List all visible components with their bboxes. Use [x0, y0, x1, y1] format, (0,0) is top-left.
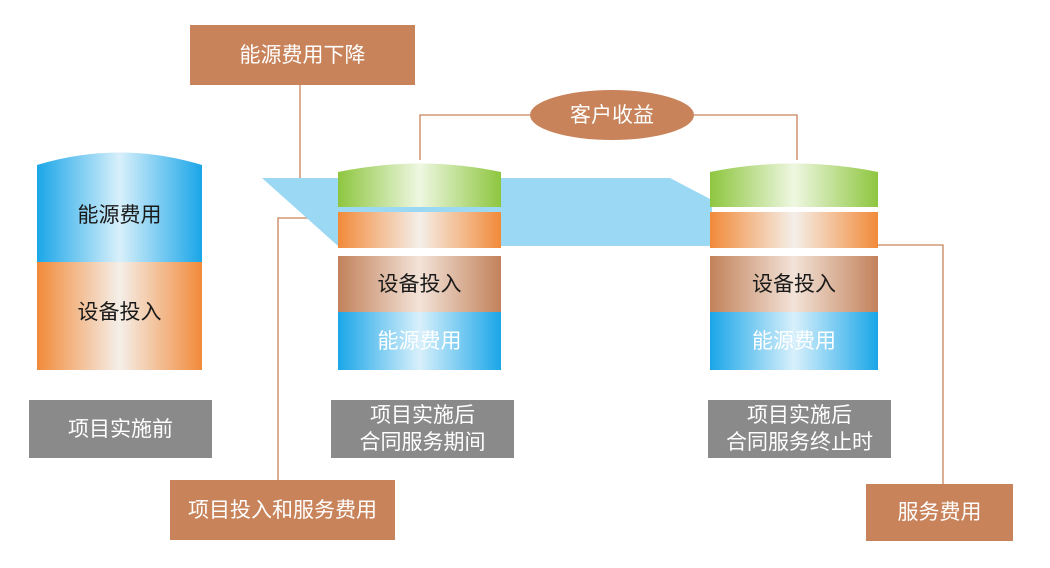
callout-ellipse-customer-benefit: [530, 90, 694, 140]
orange-block: [338, 212, 501, 248]
stage-box-after: [708, 400, 891, 458]
equipment-block: [338, 256, 501, 312]
connector-lines: [277, 85, 944, 484]
connector-benefit-left: [419, 114, 530, 160]
stage-box-before: [29, 400, 212, 458]
equipment-block: [37, 262, 202, 370]
stage-box-during: [331, 400, 514, 458]
connector-service-fee: [878, 244, 944, 484]
column-after: [710, 163, 878, 370]
energy-cost-block: [338, 312, 501, 370]
callout-box-investment-fee: [170, 480, 395, 540]
callout-box-energy-cost-down: [190, 25, 415, 85]
column-before: [37, 152, 202, 370]
energy-cost-block: [37, 152, 202, 262]
green-block: [338, 163, 501, 207]
column-during: [338, 163, 501, 370]
green-block: [710, 163, 878, 207]
connector-investment-fee: [277, 217, 320, 480]
equipment-block: [710, 256, 878, 312]
orange-block: [710, 212, 878, 248]
connector-benefit-right: [694, 114, 798, 160]
energy-cost-block: [710, 312, 878, 370]
callout-box-service-fee: [866, 484, 1013, 541]
